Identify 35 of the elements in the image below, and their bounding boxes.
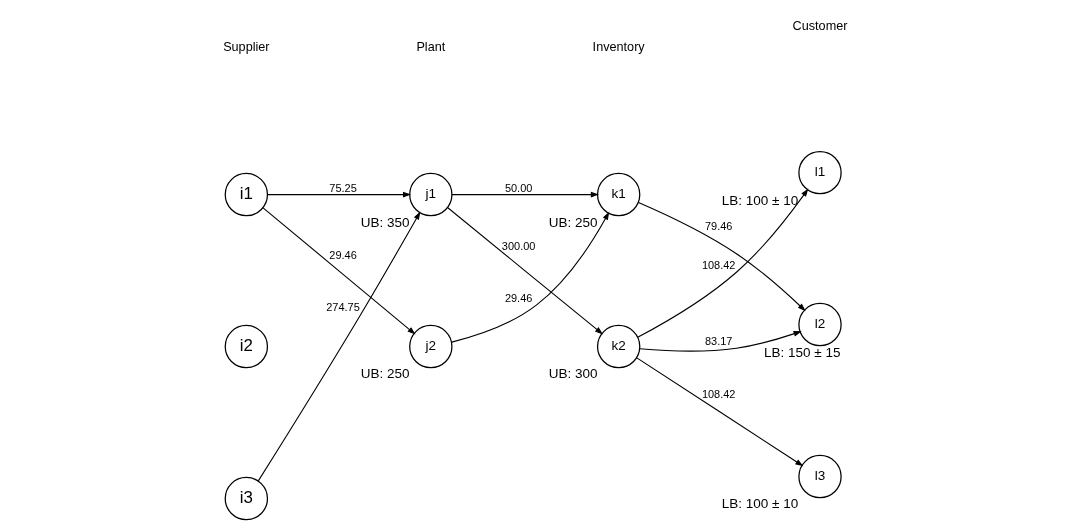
edge-label: 108.42 xyxy=(701,387,735,400)
node-circle: i2 xyxy=(224,324,268,369)
label: Plant xyxy=(415,40,445,55)
node-label: LB: 100 ± 10 xyxy=(721,496,798,512)
edge-label: 83.17 xyxy=(704,335,732,348)
edge-label: 79.46 xyxy=(704,220,732,233)
label: Inventory xyxy=(592,40,645,55)
edge-label: 108.42 xyxy=(701,259,735,272)
edge-label: 50.00 xyxy=(504,181,532,194)
node-circle: i1 xyxy=(224,172,268,217)
edge-label: 29.46 xyxy=(328,249,357,262)
edge-label: 300.00 xyxy=(501,239,535,252)
edge-label: 75.25 xyxy=(328,181,357,194)
edge-label: 274.75 xyxy=(325,301,360,314)
node-circle: k1 xyxy=(596,172,640,217)
node-label: UB: 250 xyxy=(360,366,410,382)
arrow xyxy=(257,211,420,482)
arrow xyxy=(638,331,802,352)
arrow xyxy=(635,357,803,467)
arrow xyxy=(637,201,806,312)
arrow xyxy=(636,188,808,338)
edge-label: 29.46 xyxy=(504,292,532,305)
node-label: UB: 300 xyxy=(548,366,597,382)
arrow xyxy=(262,207,415,335)
node-circle: i3 xyxy=(224,476,268,521)
node-label: LB: 150 ± 15 xyxy=(763,344,841,360)
arrow xyxy=(450,191,599,198)
label: Customer xyxy=(792,18,847,33)
node-circle: l3 xyxy=(797,454,842,499)
node-label: UB: 250 xyxy=(548,214,597,230)
label: Supplier xyxy=(222,40,270,55)
node-circle: j1 xyxy=(408,172,453,217)
node-label: LB: 100 ± 10 xyxy=(721,192,798,208)
node-label: UB: 350 xyxy=(360,214,410,230)
arrow xyxy=(266,191,411,198)
